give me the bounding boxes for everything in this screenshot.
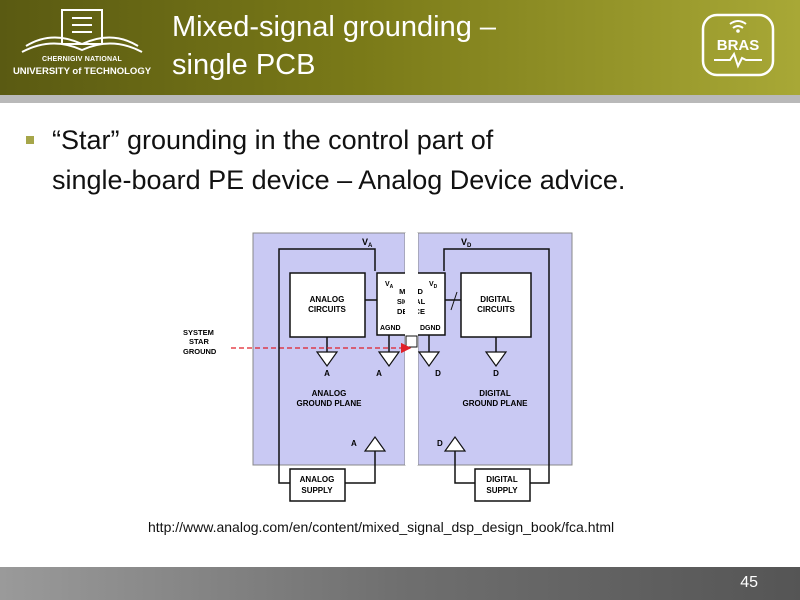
analog-circuits-label: ANALOG — [310, 295, 345, 304]
star-ground-label: SYSTEM — [183, 328, 214, 337]
bras-badge: BRAS — [701, 13, 775, 77]
svg-text:D: D — [435, 369, 441, 378]
svg-text:GROUND: GROUND — [183, 347, 217, 356]
svg-text:CIRCUITS: CIRCUITS — [477, 305, 515, 314]
svg-text:SUPPLY: SUPPLY — [486, 486, 518, 495]
svg-text:GROUND PLANE: GROUND PLANE — [297, 399, 363, 408]
logo-line-1: CHERNIGIV NATIONAL — [41, 56, 123, 63]
svg-text:VD: VD — [429, 281, 438, 290]
digital-supply-label: DIGITAL — [486, 475, 518, 484]
dgnd-label: DGND — [420, 325, 441, 332]
svg-text:A: A — [351, 439, 357, 448]
slide-title: Mixed-signal grounding – single PCB — [172, 8, 496, 84]
svg-text:A: A — [376, 369, 382, 378]
title-line-1: Mixed-signal grounding – — [172, 11, 497, 43]
book-icon — [21, 9, 143, 53]
digital-ground-plane — [417, 232, 573, 466]
analog-ground-plane — [252, 232, 406, 466]
svg-text:VA: VA — [385, 281, 394, 290]
svg-text:A: A — [324, 369, 330, 378]
logo-line-2: UNIVERSITY of TECHNOLOGY — [12, 66, 152, 77]
digital-circuits-label: DIGITAL — [480, 295, 512, 304]
header-divider — [0, 95, 800, 103]
digital-plane-label: DIGITAL — [479, 389, 511, 398]
university-logo: CHERNIGIV NATIONAL UNIVERSITY of TECHNOL… — [12, 6, 152, 86]
svg-text:SUPPLY: SUPPLY — [301, 486, 333, 495]
footer-bar — [0, 567, 800, 600]
bullet-marker — [26, 136, 34, 144]
title-line-2: single PCB — [172, 49, 316, 81]
pulse-icon — [714, 51, 762, 69]
svg-text:GROUND PLANE: GROUND PLANE — [463, 399, 529, 408]
plane-gap — [405, 233, 418, 465]
grounding-diagram: VA VD ANALOG CIRCUITS DIGITAL CIRCUITS V… — [183, 232, 573, 502]
svg-text:STAR: STAR — [189, 337, 209, 346]
star-junction — [405, 335, 418, 348]
svg-text:D: D — [437, 439, 443, 448]
bullet-text-line-2: single-board PE device – Analog Device a… — [52, 165, 626, 195]
svg-text:CIRCUITS: CIRCUITS — [308, 305, 346, 314]
analog-circuits-box — [289, 272, 366, 338]
svg-text:D: D — [493, 369, 499, 378]
vd-label: VD — [461, 237, 472, 249]
source-link[interactable]: http://www.analog.com/en/content/mixed_s… — [148, 519, 615, 535]
analog-supply-label: ANALOG — [300, 475, 335, 484]
analog-plane-label: ANALOG — [312, 389, 347, 398]
badge-text: BRAS — [717, 37, 760, 54]
digital-supply-box — [474, 468, 531, 502]
va-label: VA — [362, 237, 373, 249]
analog-supply-box — [289, 468, 346, 502]
wifi-icon — [729, 20, 747, 25]
bullet-text-line-1: “Star” grounding in the control part of — [52, 125, 494, 155]
agnd-label: AGND — [380, 325, 401, 332]
page-number: 45 — [740, 574, 758, 591]
